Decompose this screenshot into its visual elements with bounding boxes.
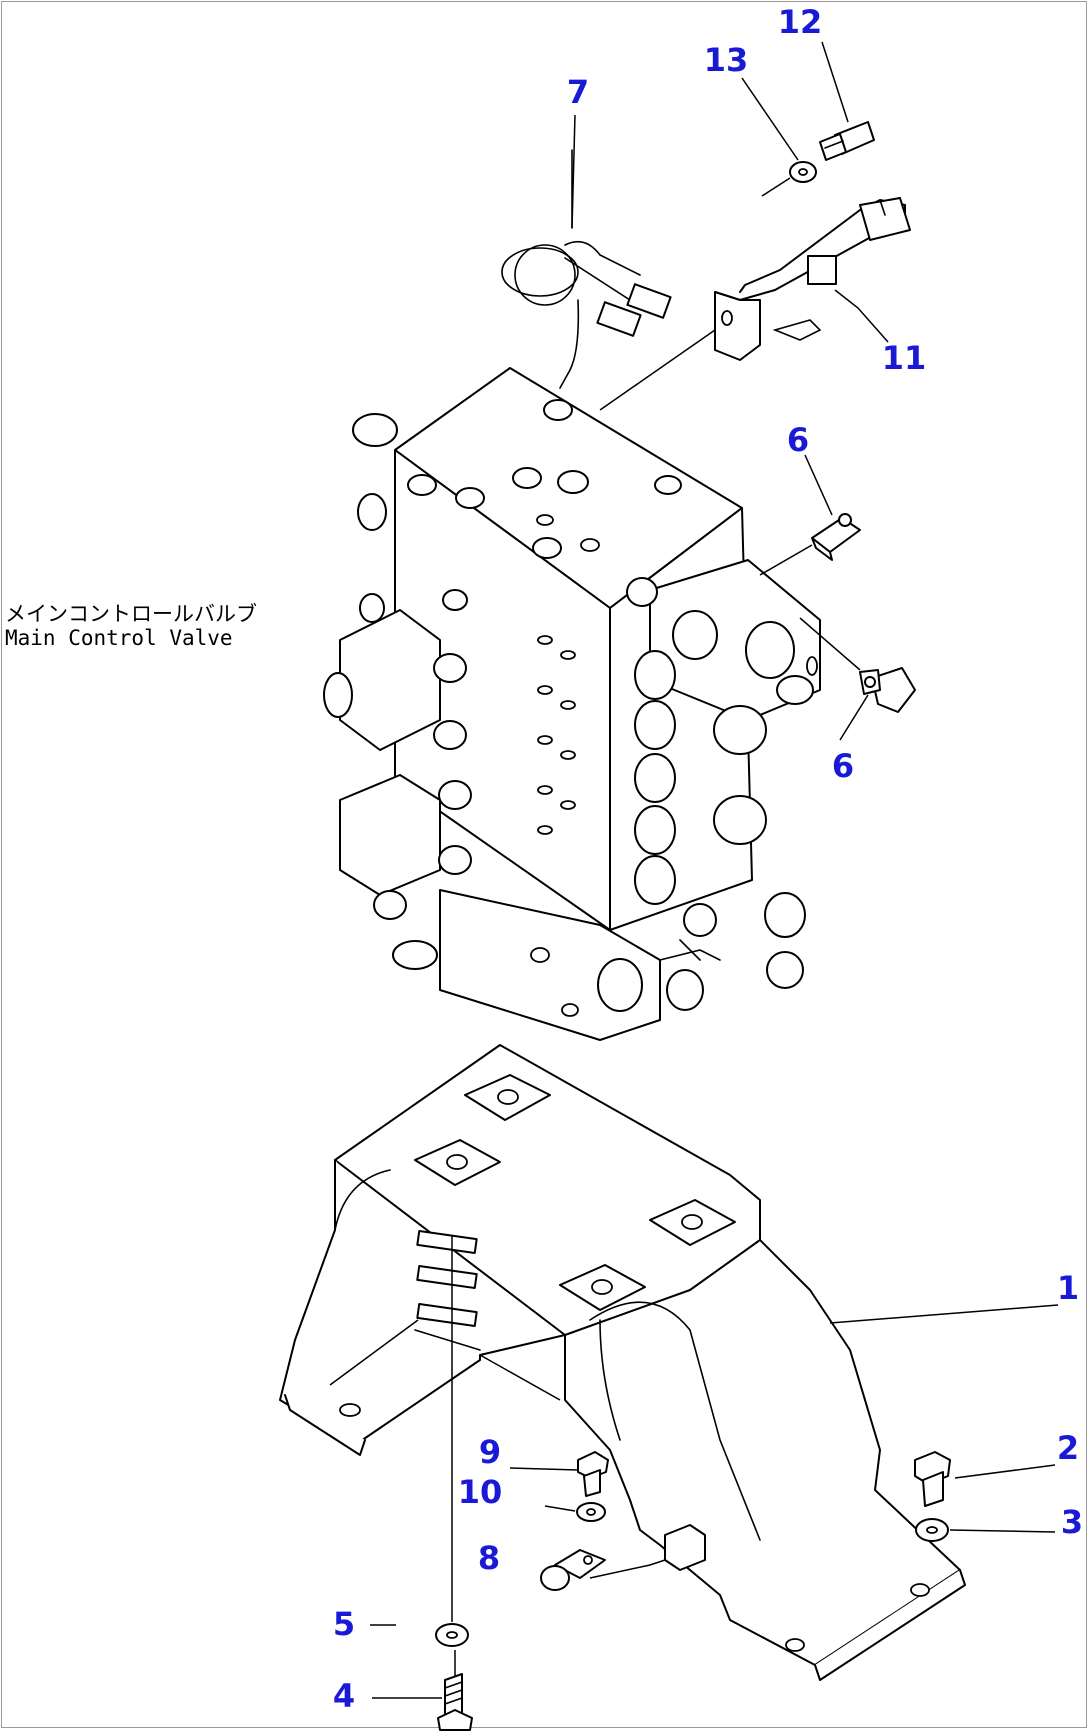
callout-4: 4 (332, 1677, 356, 1715)
bolt-9 (577, 1451, 609, 1497)
callout-13: 13 (703, 41, 749, 79)
callout-2: 2 (1056, 1429, 1080, 1467)
pressure-sensor-upper (811, 513, 861, 561)
callout-9: 9 (478, 1433, 502, 1471)
callout-6-lower: 6 (831, 747, 855, 785)
main-control-valve-label: メインコントロールバルブ Main Control Valve (5, 602, 257, 650)
main-control-valve-label-en: Main Control Valve (5, 626, 233, 651)
callout-5: 5 (332, 1605, 356, 1643)
leader-lines (329, 41, 1059, 1699)
callout-11: 11 (881, 339, 927, 377)
callout-10: 10 (457, 1473, 503, 1511)
callout-8: 8 (477, 1539, 501, 1577)
bolt-12 (819, 121, 875, 161)
bolt-2 (914, 1451, 951, 1507)
main-control-valve-label-jp: メインコントロールバルブ (5, 602, 257, 626)
main-control-valve (323, 367, 821, 1041)
washer-10 (576, 1502, 606, 1522)
callout-1: 1 (1056, 1269, 1080, 1307)
bolt-4 (437, 1673, 473, 1731)
callout-7: 7 (566, 73, 590, 111)
callout-12: 12 (777, 3, 823, 41)
solenoid-bracket (714, 197, 911, 361)
callout-6-upper: 6 (786, 421, 810, 459)
washer-13 (789, 161, 817, 183)
pressure-sensor-lower (859, 667, 916, 713)
wiring-harness (501, 149, 672, 389)
callout-3: 3 (1060, 1503, 1084, 1541)
clamp-8 (540, 1549, 606, 1591)
valve-mounting-bracket (279, 1044, 966, 1681)
washer-3 (915, 1518, 949, 1542)
washer-5 (435, 1623, 469, 1647)
